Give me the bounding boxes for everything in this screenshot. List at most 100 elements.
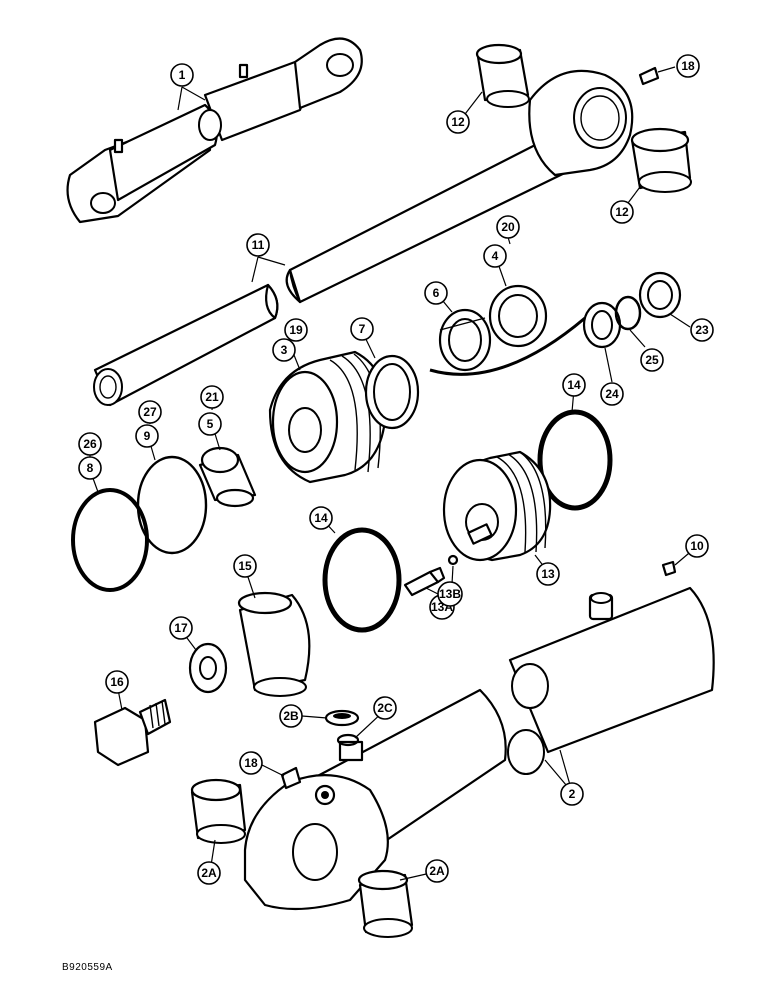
- svg-text:23: 23: [695, 323, 709, 337]
- callout-2: 2: [560, 782, 584, 806]
- callout-21: 21: [200, 385, 224, 409]
- svg-text:26: 26: [83, 437, 97, 451]
- svg-text:18: 18: [681, 59, 695, 73]
- svg-text:14: 14: [567, 378, 581, 392]
- svg-text:2C: 2C: [377, 701, 393, 715]
- callout-2a-right: 2A: [425, 859, 449, 883]
- svg-text:24: 24: [605, 387, 619, 401]
- piston-rod: [93, 69, 634, 407]
- callout-19: 19: [284, 318, 308, 342]
- backup-ring-9: [136, 455, 208, 555]
- svg-text:2A: 2A: [201, 866, 217, 880]
- grease-fitting-bottom: [280, 766, 302, 790]
- svg-text:6: 6: [433, 286, 440, 300]
- callout-5: 5: [198, 412, 222, 436]
- callout-24: 24: [600, 382, 624, 406]
- callout-2b: 2B: [279, 704, 303, 728]
- svg-text:4: 4: [492, 249, 499, 263]
- o-ring-25: [614, 295, 642, 331]
- bushing-2a-right: [357, 869, 414, 938]
- svg-text:11: 11: [252, 238, 265, 252]
- rod-seal-6: [438, 308, 492, 372]
- callout-4: 4: [483, 244, 507, 268]
- o-ring-8: [71, 488, 149, 592]
- svg-text:1: 1: [179, 68, 186, 82]
- ring-7: [364, 354, 420, 430]
- svg-text:15: 15: [238, 559, 252, 573]
- callout-8: 8: [78, 456, 102, 480]
- callout-18-bottom: 18: [239, 751, 263, 775]
- svg-text:2: 2: [569, 787, 576, 801]
- rod-bushing-side: [630, 127, 692, 193]
- bolt-16: [93, 698, 172, 767]
- callout-3: 3: [272, 338, 296, 362]
- svg-text:16: 16: [110, 675, 124, 689]
- svg-text:17: 17: [174, 621, 188, 635]
- callout-25: 25: [640, 348, 664, 372]
- callout-12-side: 12: [610, 200, 634, 224]
- rod-bushing-top: [475, 43, 530, 108]
- cylinder-barrel: [243, 586, 715, 911]
- svg-text:12: 12: [615, 205, 629, 219]
- callout-13: 13: [536, 562, 560, 586]
- svg-text:18: 18: [244, 756, 258, 770]
- o-ring-2b: [336, 733, 360, 747]
- callout-6: 6: [424, 281, 448, 305]
- set-screw-13a: [403, 566, 446, 597]
- svg-text:2B: 2B: [283, 709, 299, 723]
- svg-text:21: 21: [205, 390, 219, 404]
- callout-15: 15: [233, 554, 257, 578]
- svg-text:3: 3: [281, 343, 288, 357]
- callout-2c: 2C: [373, 696, 397, 720]
- grease-fitting-top: [638, 66, 660, 86]
- svg-text:13: 13: [541, 567, 555, 581]
- washer-17: [188, 642, 228, 694]
- svg-text:19: 19: [289, 323, 303, 337]
- gland-3: [268, 350, 387, 484]
- callout-14-bottom: 14: [309, 506, 333, 530]
- plug-2c: [324, 709, 360, 727]
- piston-13: [442, 450, 552, 562]
- svg-text:2A: 2A: [429, 864, 445, 878]
- spacer-5: [198, 446, 257, 508]
- callout-16: 16: [105, 670, 129, 694]
- svg-text:10: 10: [690, 539, 704, 553]
- ball-13b: [447, 554, 459, 566]
- callout-12: 12: [446, 110, 470, 134]
- rod-seal-4: [488, 284, 548, 348]
- svg-text:27: 27: [143, 405, 157, 419]
- seal-14-bottom: [322, 527, 402, 633]
- callout-13b: 13B: [437, 581, 463, 607]
- svg-text:7: 7: [359, 322, 366, 336]
- callout-20: 20: [496, 215, 520, 239]
- svg-text:20: 20: [501, 220, 515, 234]
- callout-11: 11: [246, 233, 270, 257]
- seal-24: [582, 301, 622, 349]
- callout-26: 26: [78, 432, 102, 456]
- callout-2a-left: 2A: [197, 861, 221, 885]
- callout-17: 17: [169, 616, 193, 640]
- bushing-2a-left: [190, 778, 247, 844]
- seal-23: [638, 271, 682, 319]
- callout-1: 1: [170, 63, 194, 87]
- svg-text:13B: 13B: [439, 587, 461, 601]
- callout-27: 27: [138, 400, 162, 424]
- figure-code: B920559A: [62, 962, 113, 973]
- callout-10: 10: [685, 534, 709, 558]
- seal-14-top: [537, 409, 613, 511]
- wear-band-15: [237, 591, 311, 697]
- callout-9: 9: [135, 424, 159, 448]
- callout-18-top: 18: [676, 54, 700, 78]
- curved-indicator-line: [429, 316, 586, 376]
- callout-7: 7: [350, 317, 374, 341]
- svg-text:25: 25: [645, 353, 659, 367]
- svg-text:9: 9: [144, 429, 151, 443]
- svg-text:8: 8: [87, 461, 94, 475]
- svg-text:5: 5: [207, 417, 214, 431]
- svg-text:14: 14: [314, 511, 328, 525]
- callout-23: 23: [690, 318, 714, 342]
- bleed-screw-10: [661, 560, 677, 577]
- callout-14-top: 14: [562, 373, 586, 397]
- assembled-cylinder-view: [66, 37, 363, 224]
